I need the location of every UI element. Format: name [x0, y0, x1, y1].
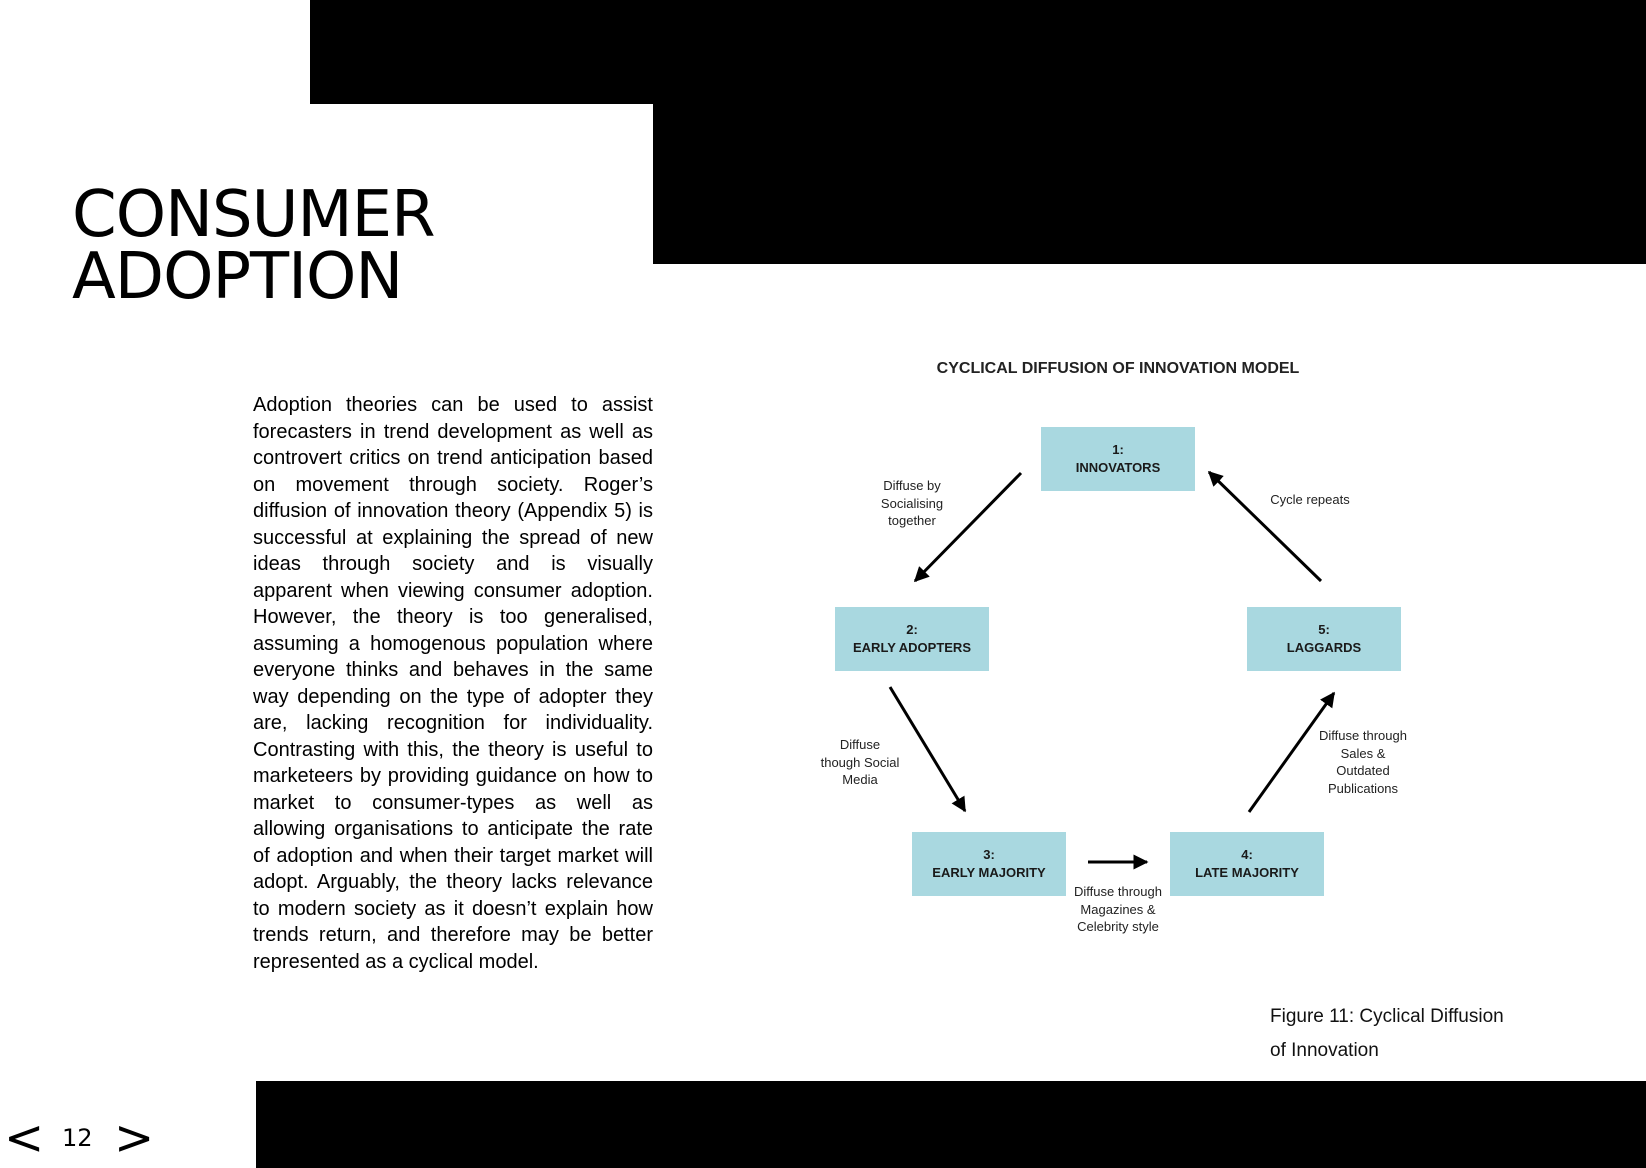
- body-paragraph: Adoption theories can be used to assist …: [253, 394, 653, 973]
- stage-innovators: 1: INNOVATORS: [1041, 427, 1195, 491]
- stage-name: EARLY ADOPTERS: [853, 640, 971, 655]
- stage-number: 3:: [983, 847, 995, 862]
- arrow-late-majority-to-laggards: [1247, 691, 1336, 813]
- stage-name: LAGGARDS: [1286, 640, 1362, 655]
- page-number: 12: [62, 1124, 93, 1152]
- stage-name: EARLY MAJORITY: [932, 865, 1046, 880]
- arrow-innovators-to-early-adopters: [913, 471, 1023, 583]
- black-banner-right: [653, 104, 1646, 264]
- label-late-majority-to-laggards: Diffuse through Sales & Outdated Publica…: [1319, 728, 1407, 796]
- stage-late-majority: 4: LATE MAJORITY: [1170, 832, 1324, 896]
- figure-caption: Figure 11: Cyclical Diffusion of Innovat…: [1270, 1006, 1504, 1061]
- stage-early-adopters: 2: EARLY ADOPTERS: [835, 607, 989, 671]
- page-title-line-1: CONSUMER: [72, 178, 436, 252]
- label-early-majority-to-late-majority: Diffuse through Magazines & Celebrity st…: [1074, 884, 1162, 934]
- black-banner-bottom: [256, 1081, 1646, 1168]
- label-early-adopters-to-early-majority: Diffuse though Social Media: [820, 737, 900, 787]
- arrow-laggards-to-innovators: [1207, 470, 1323, 583]
- prev-page-icon[interactable]: <: [4, 1110, 45, 1166]
- next-page-icon[interactable]: >: [114, 1110, 155, 1166]
- stage-name: LATE MAJORITY: [1195, 865, 1299, 880]
- black-banner-top: [310, 0, 1646, 104]
- arrow-early-adopters-to-early-majority: [888, 686, 967, 813]
- label-innovators-to-early-adopters: Diffuse by Socialising together: [880, 478, 944, 528]
- stage-number: 4:: [1241, 847, 1253, 862]
- stage-number: 1:: [1112, 442, 1124, 457]
- stage-number: 5:: [1318, 622, 1330, 637]
- label-laggards-to-innovators: Cycle repeats: [1270, 492, 1350, 507]
- stage-early-majority: 3: EARLY MAJORITY: [912, 832, 1066, 896]
- stage-laggards: 5: LAGGARDS: [1247, 607, 1401, 671]
- page-title-line-2: ADOPTION: [72, 240, 403, 314]
- stage-number: 2:: [906, 622, 918, 637]
- stage-name: INNOVATORS: [1075, 460, 1161, 475]
- diagram-title: CYCLICAL DIFFUSION OF INNOVATION MODEL: [936, 360, 1300, 377]
